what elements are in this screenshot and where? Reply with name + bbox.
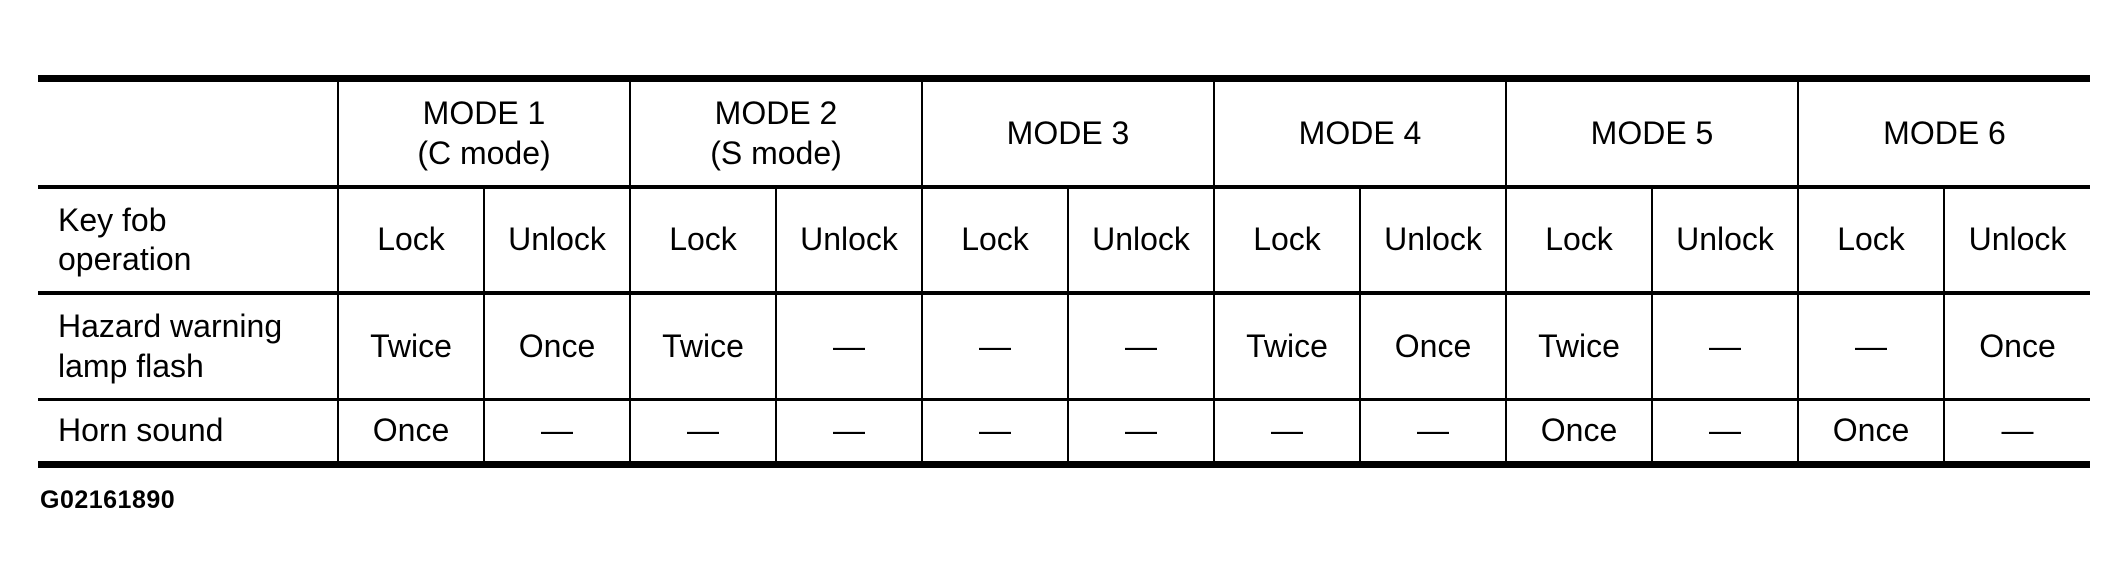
mode-2-subtitle: (S mode) (710, 134, 842, 171)
row-label-line: Horn sound (58, 412, 224, 449)
row-label-key-fob-operation: Key fob operation (38, 187, 338, 295)
mode-5-header: MODE 5 (1505, 78, 1798, 189)
table-cell: Once (1797, 399, 1944, 465)
table-cell: Lock (921, 187, 1068, 295)
table-cell: Lock (337, 187, 484, 295)
table-cell: Twice (1505, 293, 1652, 401)
table-cell: Lock (1213, 187, 1360, 295)
table-cell: Twice (1213, 293, 1360, 401)
table-cell: — (775, 293, 922, 401)
figure-id: G02161890 (40, 486, 176, 514)
mode-6-header: MODE 6 (1797, 78, 2090, 189)
row-label-hazard-warning-lamp-flash: Hazard warning lamp flash (38, 293, 338, 401)
mode-2-title: MODE 2 (714, 95, 838, 132)
row-label-line: Hazard warning (58, 308, 283, 345)
table-cell: — (1213, 399, 1360, 465)
corner-cell (38, 78, 338, 189)
table-cell: Unlock (483, 187, 630, 295)
key-fob-operation-row: Key fob operation Lock Unlock Lock Unloc… (38, 187, 2090, 295)
table-cell: — (483, 399, 630, 465)
table-cell: Twice (629, 293, 776, 401)
row-label-line: lamp flash (58, 347, 204, 384)
horn-sound-row: Horn sound Once — — — — — — — Once — Onc… (38, 399, 2090, 465)
mode-4-header: MODE 4 (1213, 78, 1506, 189)
table-cell: Unlock (1651, 187, 1798, 295)
table-cell: — (1651, 399, 1798, 465)
row-label-horn-sound: Horn sound (38, 400, 338, 465)
table-cell: Twice (337, 293, 484, 401)
table-cell: — (921, 399, 1068, 465)
table-cell: — (1797, 293, 1944, 401)
mode-5-title: MODE 5 (1590, 114, 1714, 151)
mode-1-title: MODE 1 (422, 95, 546, 132)
mode-3-title: MODE 3 (1006, 114, 1130, 151)
keyfob-answer-back-mode-table: MODE 1 (C mode) MODE 2 (S mode) MODE 3 M… (38, 75, 2090, 468)
mode-1-subtitle: (C mode) (417, 134, 551, 171)
table-cell: Lock (1797, 187, 1944, 295)
table-cell: — (629, 399, 776, 465)
table-cell: Once (1359, 293, 1506, 401)
table-header-row: MODE 1 (C mode) MODE 2 (S mode) MODE 3 M… (38, 78, 2090, 189)
table-cell: Unlock (1943, 187, 2090, 295)
table-cell: Once (1943, 293, 2090, 401)
table-cell: Once (337, 399, 484, 465)
table-cell: — (921, 293, 1068, 401)
table-cell: Unlock (775, 187, 922, 295)
table-cell: Lock (1505, 187, 1652, 295)
table-cell: Once (1505, 399, 1652, 465)
table-cell: — (1651, 293, 1798, 401)
table-cell: Unlock (1359, 187, 1506, 295)
table-cell: — (1067, 293, 1214, 401)
mode-4-title: MODE 4 (1298, 114, 1422, 151)
hazard-warning-lamp-flash-row: Hazard warning lamp flash Twice Once Twi… (38, 293, 2090, 401)
table-cell: — (1359, 399, 1506, 465)
table-cell: Once (483, 293, 630, 401)
mode-6-title: MODE 6 (1883, 114, 2006, 151)
table-cell: Lock (629, 187, 776, 295)
table-cell: — (1067, 399, 1214, 465)
row-label-line: Key fob (58, 201, 167, 238)
table-cell: — (775, 399, 922, 465)
mode-3-header: MODE 3 (921, 78, 1214, 189)
mode-1-header: MODE 1 (C mode) (337, 78, 630, 189)
mode-2-header: MODE 2 (S mode) (629, 78, 922, 189)
row-label-line: operation (58, 241, 192, 277)
table-cell: Unlock (1067, 187, 1214, 295)
table-cell: — (1943, 399, 2090, 465)
